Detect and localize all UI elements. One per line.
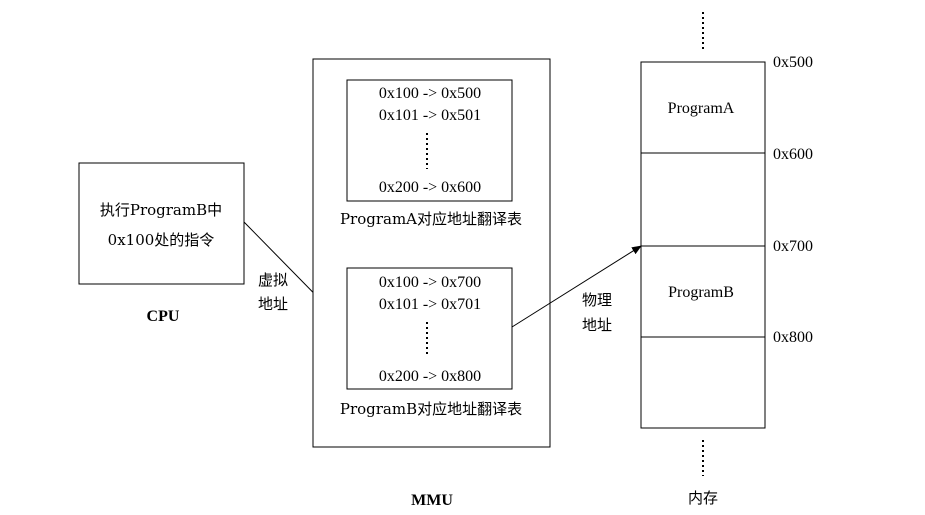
- physical-address-label-line1: 物理: [582, 291, 612, 309]
- cpu-instruction-line1: 执行ProgramB中: [100, 201, 222, 219]
- physical-address-arrow: [511, 245, 642, 328]
- memory-segment-program-a: ProgramA: [668, 100, 735, 117]
- translation-table-b: 0x100 -> 0x700 0x101 -> 0x701 0x200 -> 0…: [346, 267, 513, 390]
- memory-address-label: 0x700: [773, 238, 813, 255]
- memory-block: ProgramA ProgramB: [640, 61, 766, 429]
- translation-table-a: 0x100 -> 0x500 0x101 -> 0x501 0x200 -> 0…: [346, 79, 513, 202]
- memory-address-label: 0x500: [773, 54, 813, 71]
- table-b-row: 0x100 -> 0x700: [379, 274, 481, 291]
- virtual-address-label-line1: 虚拟: [258, 271, 288, 289]
- table-b-caption: ProgramB对应地址翻译表: [340, 400, 522, 418]
- memory-address-label: 0x600: [773, 146, 813, 163]
- memory-label: 内存: [688, 489, 718, 507]
- memory-segment-program-b: ProgramB: [668, 284, 734, 301]
- cpu-instruction-line2: 0x100处的指令: [108, 231, 215, 249]
- memory-address-label: 0x800: [773, 329, 813, 346]
- cpu-box: 执行ProgramB中 0x100处的指令: [78, 162, 245, 285]
- table-b-row: 0x200 -> 0x800: [379, 368, 481, 385]
- physical-address-label-line2: 地址: [582, 316, 612, 334]
- table-b-row: 0x101 -> 0x701: [379, 296, 481, 313]
- table-a-row: 0x101 -> 0x501: [379, 107, 481, 124]
- table-a-row: 0x200 -> 0x600: [379, 179, 481, 196]
- mmu-label: MMU: [411, 492, 453, 509]
- table-a-caption: ProgramA对应地址翻译表: [340, 210, 522, 228]
- virtual-address-label-line2: 地址: [258, 295, 288, 313]
- cpu-label: CPU: [147, 308, 180, 325]
- table-a-row: 0x100 -> 0x500: [379, 85, 481, 102]
